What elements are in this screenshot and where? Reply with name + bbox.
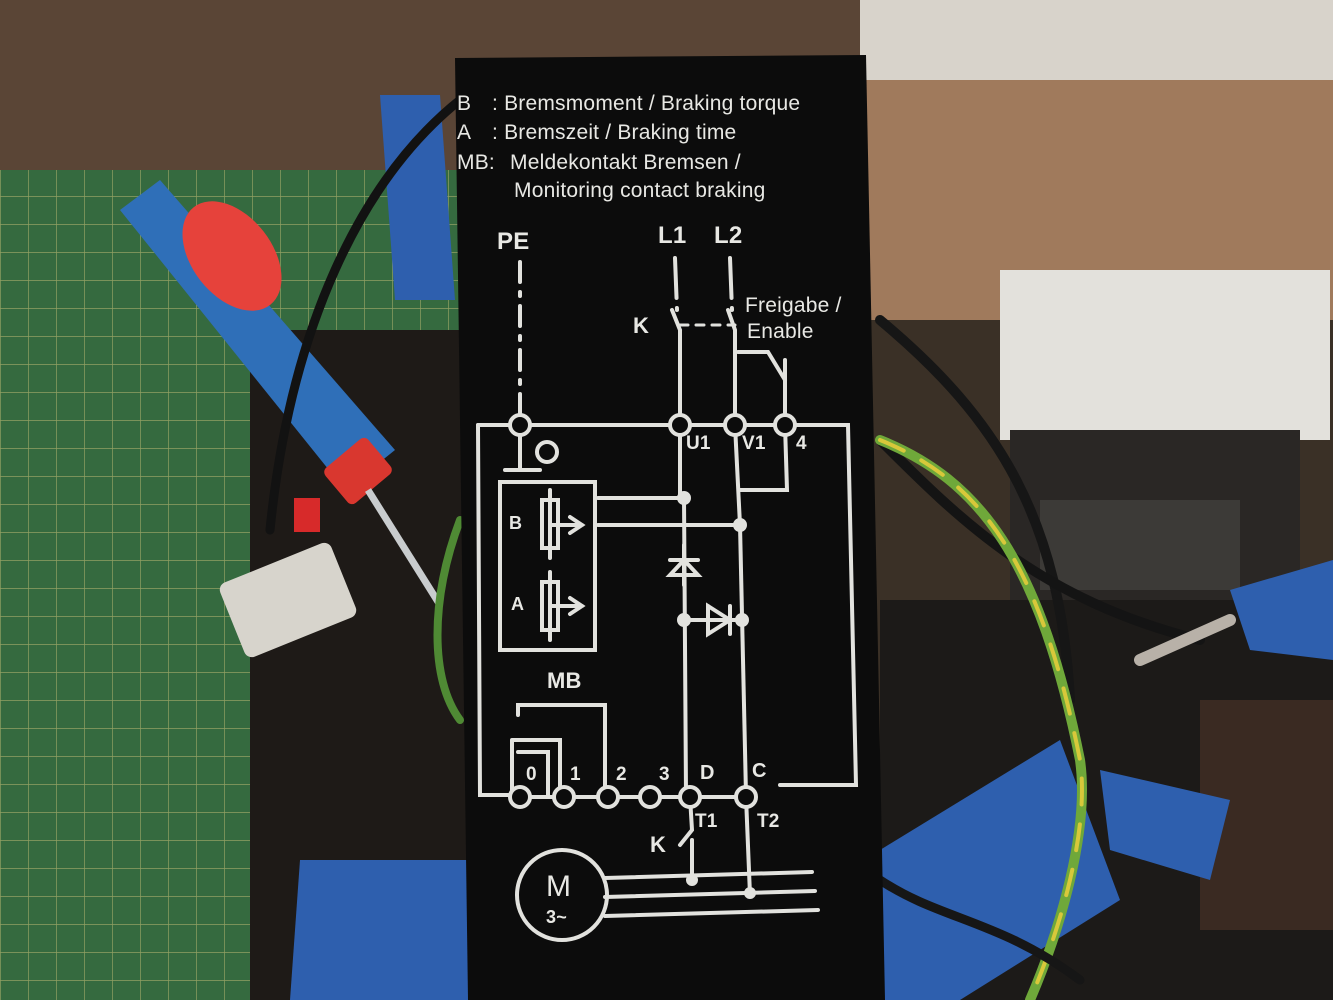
t1-label: T1	[695, 811, 718, 832]
terminal-0-label: 0	[526, 764, 537, 785]
b-coil-label: B	[509, 513, 523, 533]
brake-module	[498, 480, 597, 652]
cables	[265, 95, 1236, 1000]
legend-mb-text-1: Meldekontakt Bremsen /	[510, 151, 741, 174]
schematic	[476, 256, 859, 942]
k-top-label: K	[633, 313, 650, 338]
terminal-1-label: 1	[570, 764, 581, 785]
legend-a-text: : Bremszeit / Braking time	[492, 121, 737, 144]
screwdriver	[120, 180, 443, 607]
motor-symbol	[515, 848, 609, 942]
terminal-c-label: C	[752, 760, 767, 782]
blue-tape	[290, 95, 1333, 1000]
motor-phase-label: 3~	[546, 907, 567, 927]
enable-label-1: Freigabe /	[745, 294, 842, 317]
l1-line	[673, 256, 679, 312]
l2-line	[728, 256, 734, 312]
pe-label: PE	[497, 228, 530, 255]
mb-contact	[516, 703, 607, 797]
terminal-d-label: D	[700, 762, 715, 784]
terminal-3-label: 3	[659, 764, 670, 785]
a-coil-label: A	[511, 594, 525, 614]
capacitor	[219, 498, 357, 658]
legend-mb-key: MB:	[457, 151, 495, 174]
legend-a-key: A	[457, 121, 472, 144]
v1-label: V1	[742, 433, 766, 454]
mb-label: MB	[547, 668, 582, 693]
k-switch-top	[670, 308, 682, 427]
terminals	[508, 413, 797, 899]
contactor	[1000, 270, 1330, 630]
wooden-desk	[0, 0, 1333, 320]
terminal-4-label: 4	[796, 433, 807, 454]
outer-frame	[476, 423, 859, 787]
k-bottom-label: K	[650, 832, 667, 857]
legend-b-key: B	[457, 92, 472, 115]
l2-label: L2	[714, 222, 743, 249]
enable-label-2: Enable	[747, 320, 814, 343]
l1-label: L1	[658, 222, 687, 249]
legend-mb-text-2: Monitoring contact braking	[514, 179, 766, 202]
legend-b-text: : Bremsmoment / Braking torque	[492, 92, 801, 115]
t2-label: T2	[757, 811, 780, 832]
motor-m-label: M	[546, 870, 572, 903]
u1-label: U1	[686, 433, 711, 454]
label-plate	[455, 55, 885, 1000]
terminal-2-label: 2	[616, 764, 627, 785]
